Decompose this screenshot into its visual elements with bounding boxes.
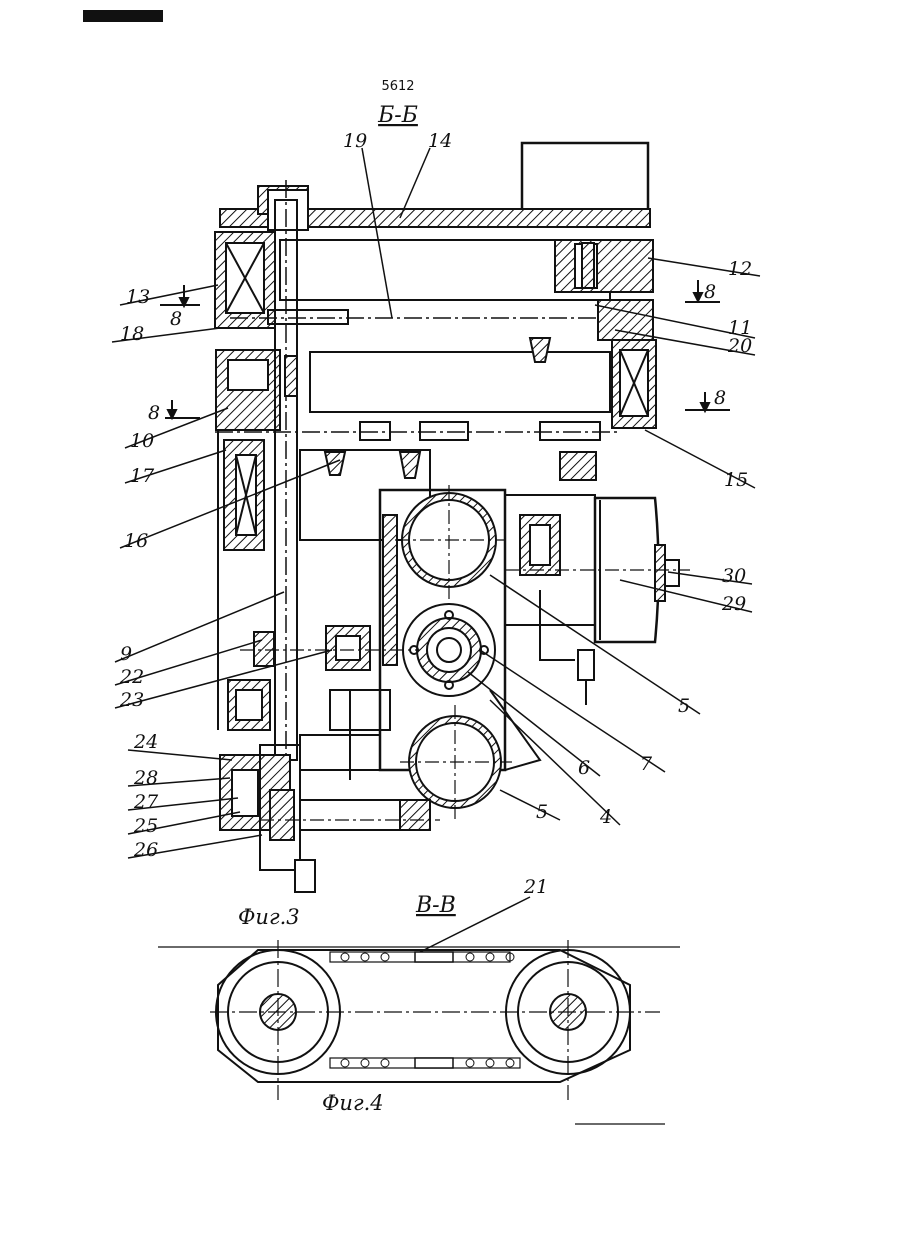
corner-stamp-mark xyxy=(83,10,163,22)
part-label: 20 xyxy=(727,335,752,357)
part-label: 28 xyxy=(133,767,158,789)
part-label: 8 xyxy=(714,387,726,409)
fig4-caption: Фиг.4 xyxy=(322,1091,384,1115)
part-label: 30 xyxy=(722,565,746,587)
fig4-chain-drive xyxy=(158,940,680,1100)
part-label: 23 xyxy=(119,689,144,711)
part-label: 29 xyxy=(721,593,746,615)
part-label: 22 xyxy=(119,666,144,688)
part-label: 21 xyxy=(523,876,548,898)
part-label: 10 xyxy=(130,430,154,452)
part-label: 9 xyxy=(120,643,132,665)
part-label: 6 xyxy=(578,757,590,779)
part-label: 19 xyxy=(343,130,367,152)
section-title-bb: Б-Б xyxy=(377,103,418,128)
section-title-vv: В-В xyxy=(415,893,456,918)
part-label: 8 xyxy=(704,281,716,303)
part-label: 24 xyxy=(133,731,158,753)
part-label: 7 xyxy=(640,753,653,775)
part-label: 27 xyxy=(133,791,159,813)
part-label: 4 xyxy=(599,806,612,828)
part-label: 13 xyxy=(126,286,150,308)
part-label: 5 xyxy=(536,801,548,823)
part-label: 17 xyxy=(130,465,155,487)
fig3-assembly xyxy=(160,143,730,892)
part-label: 16 xyxy=(124,530,148,552)
page-number: 5612 xyxy=(381,79,414,94)
part-label: 5 xyxy=(678,695,690,717)
part-label: 26 xyxy=(133,839,158,861)
part-label: 25 xyxy=(133,815,158,837)
part-label: 15 xyxy=(724,469,748,491)
fig3-caption: Фиг.3 xyxy=(238,905,300,929)
part-label: 8 xyxy=(170,308,182,330)
part-label: 8 xyxy=(148,402,160,424)
part-label: 12 xyxy=(728,258,752,280)
part-label: 14 xyxy=(428,130,452,152)
part-label: 18 xyxy=(120,323,144,345)
